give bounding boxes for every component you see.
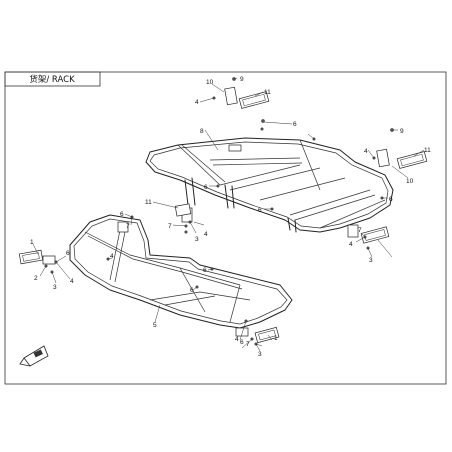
reflector-right-lower <box>360 226 390 244</box>
callout-10-top: 10 <box>206 79 214 86</box>
callout-7-front-low: 7 <box>246 341 250 348</box>
callout-6-front-low: 6 <box>240 339 244 346</box>
callout-11-mid: 11 <box>145 199 152 206</box>
reflector-top-right <box>376 148 428 169</box>
callout-6-front-mid: 6 <box>203 267 207 274</box>
callout-3-right: 3 <box>369 257 373 264</box>
callout-9-top: 9 <box>240 76 244 83</box>
callout-6-front: 6 <box>120 211 124 218</box>
callout-7-right: 7 <box>358 227 362 234</box>
callout-4-mid: 4 <box>204 231 208 238</box>
callout-6-front-r: 6 <box>190 287 194 294</box>
drawing-frame <box>4 71 447 385</box>
reflector-front-left <box>18 249 44 265</box>
callout-7-front-top: 7 <box>126 223 130 230</box>
callout-11-right: 11 <box>424 147 431 154</box>
callout-5: 5 <box>153 322 157 329</box>
callout-4-front-low: 4 <box>235 336 239 343</box>
leader-lines <box>32 77 425 352</box>
reflector-top-left <box>224 86 270 109</box>
callout-numbers: 9 10 11 4 8 6 6 6 6 9 10 11 4 11 7 4 3 7… <box>30 76 431 358</box>
reflector-front-right <box>254 326 280 344</box>
callout-4-left: 4 <box>70 278 74 285</box>
callout-1-left: 1 <box>30 239 34 246</box>
front-rack <box>42 214 293 337</box>
callout-6-d: 6 <box>389 196 393 203</box>
callout-8: 8 <box>200 128 204 135</box>
callout-3-front-low: 3 <box>258 351 262 358</box>
callout-6-a: 6 <box>293 121 297 128</box>
front-direction-arrow-icon <box>19 345 49 367</box>
hardware-fasteners <box>44 77 394 346</box>
callout-6-left: 6 <box>66 250 70 257</box>
callout-10-right: 10 <box>406 178 414 185</box>
callout-6-c: 6 <box>258 207 262 214</box>
callout-4-right-lower: 4 <box>349 241 353 248</box>
callout-3-mid: 3 <box>195 236 199 243</box>
callout-4-front-top: 4 <box>110 253 114 260</box>
callout-7-mid: 7 <box>168 223 172 230</box>
rear-rack <box>145 137 394 238</box>
reflector-mid-left <box>174 203 192 217</box>
callout-3-left: 3 <box>53 284 57 291</box>
callout-11-top: 11 <box>264 89 271 96</box>
callout-1-right: 1 <box>274 335 278 342</box>
diagram-title: 货架/ RACK <box>29 74 75 85</box>
callout-2-left: 2 <box>34 275 38 282</box>
callout-4-top: 4 <box>195 99 199 106</box>
title-box <box>4 71 101 87</box>
callout-6-b: 6 <box>204 184 208 191</box>
callout-9-right: 9 <box>400 128 404 135</box>
callout-4-right: 4 <box>364 148 368 155</box>
